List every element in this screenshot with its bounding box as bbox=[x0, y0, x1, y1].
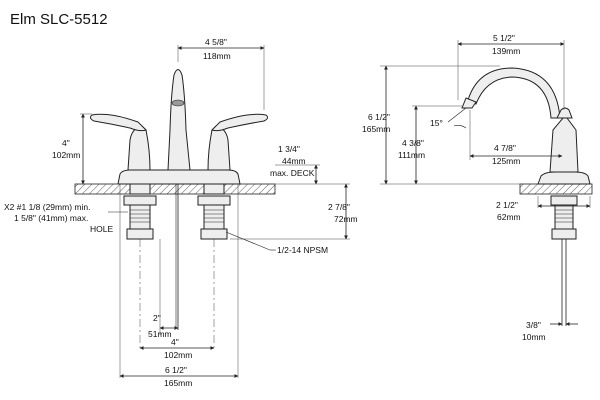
side-spout bbox=[467, 67, 561, 119]
dim-supply-mm: 10mm bbox=[522, 332, 546, 342]
dim-deck-in: 1 3/4" bbox=[278, 144, 300, 154]
dim-side-height-mm: 165mm bbox=[362, 124, 390, 134]
dim-below-deck-mm: 72mm bbox=[334, 214, 358, 224]
dim-base-mm: 62mm bbox=[497, 212, 521, 222]
right-mount-nut bbox=[197, 195, 231, 206]
deck-counter bbox=[74, 183, 276, 195]
hole-note-line2: 1 5/8" (41mm) max. bbox=[14, 213, 88, 223]
dim-supply-in: 3/8" bbox=[526, 320, 541, 330]
dim-center-mm: 102mm bbox=[164, 350, 192, 360]
left-mount-nut bbox=[123, 195, 157, 206]
dim-inner-mm: 51mm bbox=[148, 329, 172, 339]
dim-handle-height-mm: 102mm bbox=[52, 150, 80, 160]
dim-side-reach-mm: 139mm bbox=[492, 46, 520, 56]
hole-note-line3: HOLE bbox=[90, 224, 113, 234]
left-handle-body bbox=[127, 125, 151, 171]
npsm-note: 1/2-14 NPSM bbox=[277, 245, 328, 255]
dim-overall-mm: 165mm bbox=[164, 378, 192, 388]
dim-angle: 15° bbox=[430, 118, 443, 128]
side-body bbox=[549, 117, 579, 173]
hole-note-line1: X2 #1 1/8 (29mm) min. bbox=[4, 202, 90, 212]
dim-spout-reach-mm: 118mm bbox=[203, 51, 231, 61]
side-deck bbox=[519, 183, 593, 195]
side-base bbox=[537, 171, 591, 185]
dim-clearance-mm: 125mm bbox=[492, 156, 520, 166]
dim-side-height-in: 6 1/2" bbox=[368, 112, 390, 122]
dim-handle-height-in: 4" bbox=[62, 138, 70, 148]
base-plate bbox=[117, 169, 241, 185]
dim-base-in: 2 1/2" bbox=[496, 200, 518, 210]
front-view: 4 5/8" 118mm 4" 102mm 1 3/4" 44mm max. D… bbox=[4, 37, 358, 388]
dim-below-deck-in: 2 7/8" bbox=[328, 202, 350, 212]
left-handle-lever bbox=[89, 113, 147, 132]
spout-aerator bbox=[171, 99, 185, 107]
spout-body bbox=[167, 69, 191, 171]
dim-overall-in: 6 1/2" bbox=[165, 365, 187, 375]
dim-inner-in: 2" bbox=[153, 313, 161, 323]
right-handle-lever bbox=[211, 113, 269, 132]
right-handle-body bbox=[207, 125, 231, 171]
dim-side-reach-in: 5 1/2" bbox=[493, 33, 515, 43]
side-view: 5 1/2" 139mm 6 1/2" 165mm 4 3/8" 111mm 1… bbox=[362, 33, 593, 342]
dim-spout-height-mm: 111mm bbox=[398, 150, 425, 160]
product-title: Elm SLC-5512 bbox=[10, 11, 108, 28]
dim-spout-height-in: 4 3/8" bbox=[402, 138, 424, 148]
dim-deck-mm: 44mm bbox=[282, 156, 306, 166]
dim-spout-reach-in: 4 5/8" bbox=[205, 37, 227, 47]
dim-deck-note: max. DECK bbox=[270, 168, 315, 178]
dim-clearance-in: 4 7/8" bbox=[494, 143, 516, 153]
dim-center-in: 4" bbox=[171, 337, 179, 347]
